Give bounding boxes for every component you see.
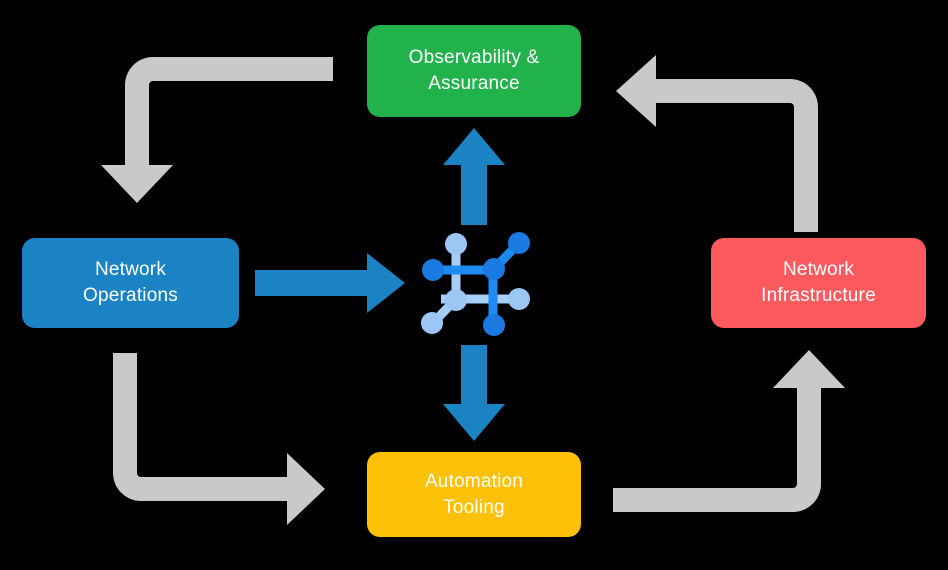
icon-node-dark-bottom <box>483 314 505 336</box>
icon-node-light-right-lower <box>508 288 530 310</box>
arrow-infrastructure-to-observability <box>616 55 818 232</box>
node-label-network-operations: Network Operations <box>83 259 178 306</box>
icon-node-dark-center-upper <box>483 258 505 280</box>
arrow-automation-to-infrastructure <box>613 350 845 512</box>
arrow-observability-to-operations <box>101 57 333 203</box>
icon-node-dark-top-right <box>508 232 530 254</box>
node-label-automation-tooling: Automation Tooling <box>424 470 524 518</box>
node-box-automation-tooling[interactable]: Automation Tooling <box>367 452 581 537</box>
icon-node-light-center-lower <box>445 289 467 311</box>
arrow-center-to-automation <box>443 345 505 441</box>
node-label-network-infrastructure: Network Infrastructure <box>761 259 876 306</box>
node-box-network-infrastructure[interactable]: Network Infrastructure <box>711 238 926 328</box>
icon-node-light-bottom-left <box>421 312 443 334</box>
icon-node-light-top <box>445 233 467 255</box>
arrow-operations-to-automation <box>113 353 325 525</box>
arrow-center-to-observability <box>443 128 505 225</box>
node-label-observability: Observability & Assurance <box>408 47 540 94</box>
node-box-network-operations[interactable]: Network Operations <box>22 238 239 328</box>
icon-node-dark-left <box>422 259 444 281</box>
node-box-observability[interactable]: Observability & Assurance <box>367 25 581 117</box>
arrow-operations-to-center <box>255 253 405 313</box>
